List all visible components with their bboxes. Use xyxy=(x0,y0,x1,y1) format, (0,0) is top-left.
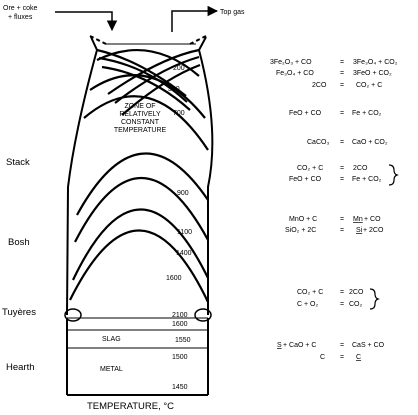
isotherm-label-300: 300 xyxy=(168,86,180,93)
reaction-3: 2CO = CO₂ + C xyxy=(312,82,382,89)
svg-text:FeO + CO: FeO + CO xyxy=(289,110,322,117)
reaction-1: 3Fe₂O₃ + CO = 3Fe₃O₄ + CO₂ xyxy=(270,59,398,66)
hearth-layers xyxy=(66,317,209,396)
svg-text:SiO₂ + 2C: SiO₂ + 2C xyxy=(285,227,316,234)
svg-text:Fe₃O₄ + CO: Fe₃O₄ + CO xyxy=(276,70,314,77)
svg-text:=: = xyxy=(340,59,344,66)
zone-tuyeres: Tuyères xyxy=(2,307,36,318)
svg-text:=: = xyxy=(340,82,344,89)
svg-text:C: C xyxy=(320,354,325,361)
brace-stack xyxy=(388,164,399,186)
svg-text:C + O₂: C + O₂ xyxy=(297,301,318,308)
reaction-7: FeO + CO = Fe + CO₂ xyxy=(289,176,382,183)
reaction-11: C + O₂ = CO₂ xyxy=(297,301,363,308)
isotherm-label-700: 700 xyxy=(173,110,185,117)
brace-tuyere xyxy=(369,288,380,310)
svg-text:=: = xyxy=(340,216,344,223)
metal-label: METAL xyxy=(100,366,123,373)
reaction-10: CO₂ + C = 2CO xyxy=(297,289,364,296)
svg-text:=: = xyxy=(340,354,344,361)
svg-text:CaCO₃: CaCO₃ xyxy=(307,139,329,146)
svg-text:2CO: 2CO xyxy=(349,289,364,296)
svg-text:TEMPERATURE: TEMPERATURE xyxy=(114,127,167,134)
svg-text:2CO: 2CO xyxy=(312,82,327,89)
tuyeres xyxy=(64,308,212,322)
slag-temp: 1550 xyxy=(175,337,191,344)
isotherm-label-1600: 1600 xyxy=(166,275,182,282)
furnace-outline xyxy=(66,35,214,316)
svg-text:=: = xyxy=(340,289,344,296)
svg-text:CO₂ + C: CO₂ + C xyxy=(297,165,323,172)
svg-text:CaO + CO₂: CaO + CO₂ xyxy=(352,139,388,146)
top-gas-arrow xyxy=(171,5,219,32)
svg-text:=: = xyxy=(340,165,344,172)
tuyere-left xyxy=(64,308,82,322)
svg-text:CO₂: CO₂ xyxy=(349,301,363,308)
svg-text:Fe + CO₂: Fe + CO₂ xyxy=(352,110,382,117)
isotherm-labels: 200 300 700 900 1100 1400 1600 xyxy=(166,65,192,282)
svg-text:MnO + C: MnO + C xyxy=(289,216,317,223)
svg-text:=: = xyxy=(340,139,344,146)
isotherm-label-1400: 1400 xyxy=(176,250,192,257)
charge-label: Ore + coke xyxy=(3,5,38,12)
charge-label-2: + fluxes xyxy=(8,14,33,21)
svg-text:3Fe₃O₄ + CO₂: 3Fe₃O₄ + CO₂ xyxy=(353,59,398,66)
svg-text:=: = xyxy=(340,301,344,308)
reaction-2: Fe₃O₄ + CO = 3FeO + CO₂ xyxy=(276,70,392,77)
svg-text:+ CaO + C: + CaO + C xyxy=(283,342,316,349)
tuyere-right xyxy=(194,308,212,322)
constant-temperature-label: ZONE OF RELATIVELY CONSTANT TEMPERATURE xyxy=(114,103,167,134)
reaction-5: CaCO₃ = CaO + CO₂ xyxy=(307,139,388,146)
svg-text:Mn: Mn xyxy=(353,216,363,223)
reaction-8: MnO + C = Mn + CO xyxy=(289,216,381,223)
reaction-12: S + CaO + C = CaS + CO xyxy=(277,342,385,349)
svg-text:S: S xyxy=(277,342,282,349)
zone-bosh: Bosh xyxy=(8,237,30,248)
tuyere-temp-bottom: 1600 xyxy=(172,321,188,328)
svg-text:CO₂ + C: CO₂ + C xyxy=(297,289,323,296)
svg-text:C: C xyxy=(356,354,361,361)
svg-text:Si: Si xyxy=(356,227,363,234)
svg-text:+ CO: + CO xyxy=(364,216,381,223)
svg-text:Fe + CO₂: Fe + CO₂ xyxy=(352,176,382,183)
svg-text:=: = xyxy=(340,176,344,183)
reaction-4: FeO + CO = Fe + CO₂ xyxy=(289,110,382,117)
top-gas-label: Top gas xyxy=(220,9,245,16)
svg-text:CO₂ + C: CO₂ + C xyxy=(356,82,382,89)
svg-text:2CO: 2CO xyxy=(353,165,368,172)
svg-text:=: = xyxy=(340,342,344,349)
reaction-13: C = C xyxy=(320,354,361,361)
reaction-6: CO₂ + C = 2CO xyxy=(297,165,368,172)
slag-label: SLAG xyxy=(102,336,121,343)
isotherm-label-1100: 1100 xyxy=(177,229,192,236)
svg-text:FeO + CO: FeO + CO xyxy=(289,176,322,183)
svg-text:=: = xyxy=(340,70,344,77)
reaction-9: SiO₂ + 2C = Si + 2CO xyxy=(285,227,384,234)
zone-hearth: Hearth xyxy=(6,362,35,373)
svg-text:CONSTANT: CONSTANT xyxy=(121,119,160,126)
reactions: 3Fe₂O₃ + CO = 3Fe₃O₄ + CO₂ Fe₃O₄ + CO = … xyxy=(270,59,399,361)
svg-text:3FeO + CO₂: 3FeO + CO₂ xyxy=(353,70,392,77)
svg-text:=: = xyxy=(340,110,344,117)
svg-text:=: = xyxy=(340,227,344,234)
isotherm-label-200: 200 xyxy=(173,65,185,72)
metal-temp-bottom: 1450 xyxy=(172,384,188,391)
isotherm-curves xyxy=(69,48,209,303)
isotherm-label-900: 900 xyxy=(177,190,189,197)
metal-temp-top: 1500 xyxy=(172,354,188,361)
tuyere-temp-top: 2100 xyxy=(172,312,188,319)
charge-arrow xyxy=(55,11,118,32)
svg-text:CaS + CO: CaS + CO xyxy=(352,342,385,349)
svg-text:+ 2CO: + 2CO xyxy=(363,227,384,234)
svg-text:3Fe₂O₃ + CO: 3Fe₂O₃ + CO xyxy=(270,59,312,66)
svg-text:RELATIVELY: RELATIVELY xyxy=(119,111,161,118)
temperature-axis-label: TEMPERATURE, °C xyxy=(87,401,174,412)
zone-stack: Stack xyxy=(6,157,30,168)
svg-text:ZONE OF: ZONE OF xyxy=(124,103,155,110)
